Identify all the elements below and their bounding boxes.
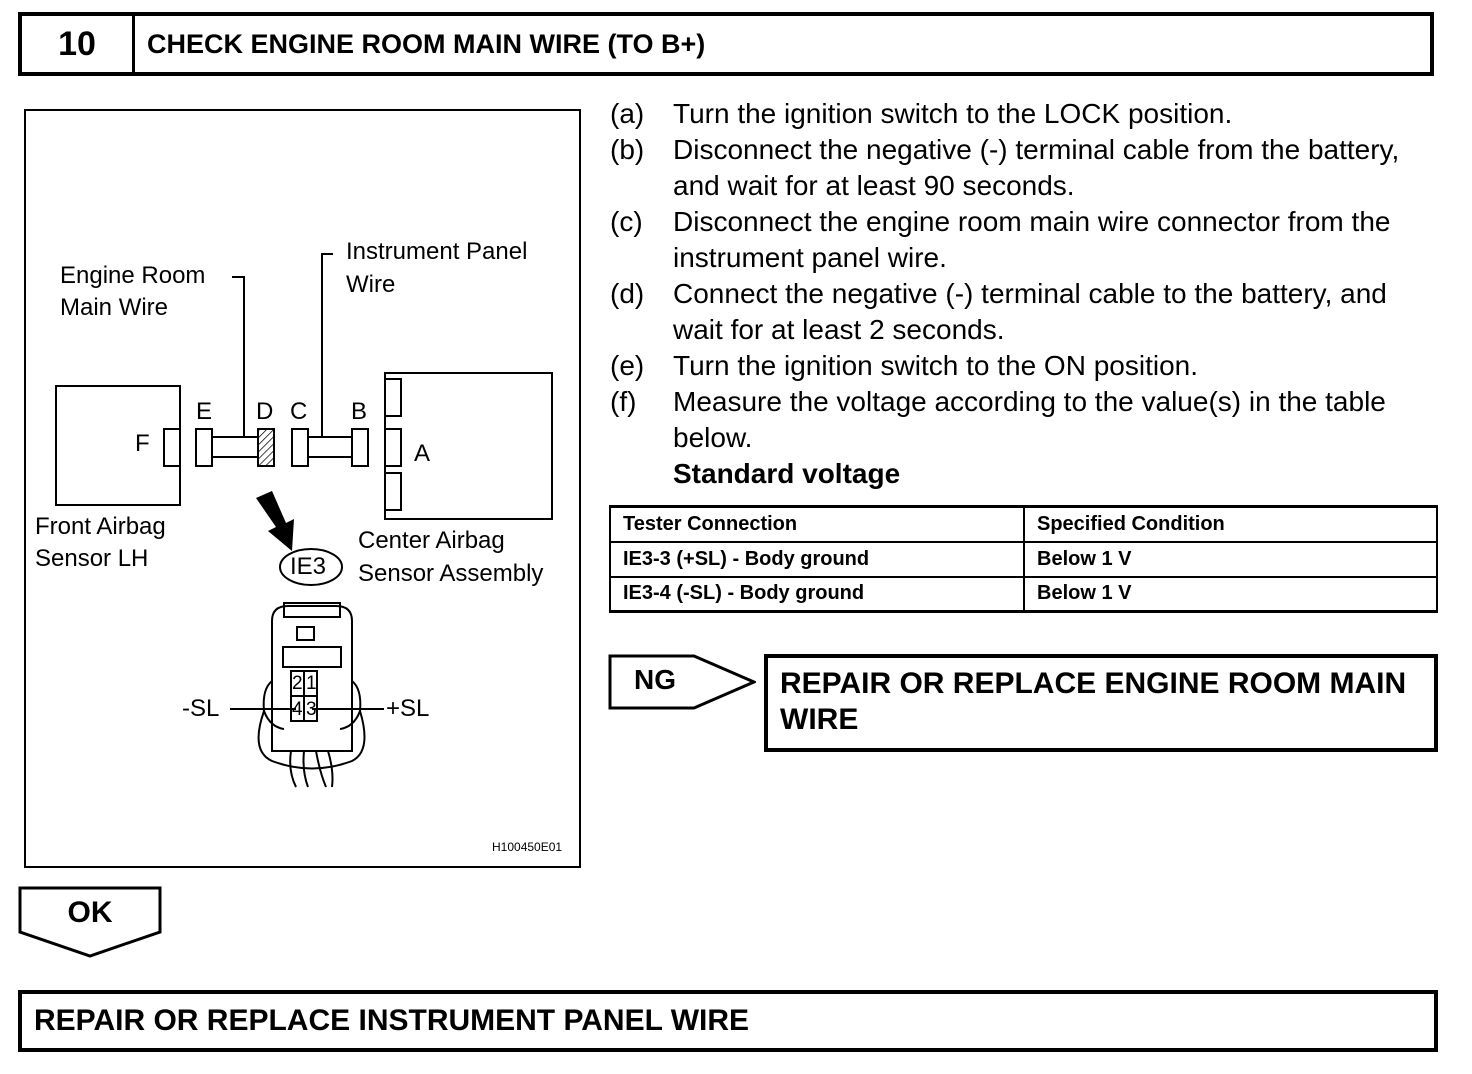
letter-e: E — [196, 398, 213, 425]
procedure-step: (c) Disconnect the engine room main wire … — [610, 204, 1440, 276]
center-airbag-sensor-box — [384, 372, 553, 520]
table-row: IE3-4 (-SL) - Body ground Below 1 V — [609, 575, 1438, 613]
label-minus-sl: -SL — [182, 695, 220, 722]
letter-d: D — [256, 398, 274, 425]
label-engine-room-main-wire-1: Engine Room — [60, 262, 206, 289]
letter-b: B — [351, 398, 368, 425]
connector-d — [257, 428, 275, 467]
step-text: Connect the negative (-) terminal cable … — [673, 278, 1387, 345]
connector-c — [291, 428, 309, 467]
step-marker: (c) — [610, 206, 643, 237]
ng-label: NG — [634, 664, 676, 695]
down-arrow-tag-icon — [18, 886, 162, 958]
step-text: Measure the voltage according to the val… — [673, 386, 1386, 453]
letter-c: C — [290, 398, 308, 425]
step-title: CHECK ENGINE ROOM MAIN WIRE (TO B+) — [147, 28, 706, 59]
table-header: Tester Connection — [609, 505, 1025, 543]
procedure-step: (d) Connect the negative (-) terminal cab… — [610, 276, 1440, 348]
step-marker: (d) — [610, 278, 645, 309]
label-instrument-panel-wire-2: Wire — [346, 271, 396, 298]
step-text: Turn the ignition switch to the LOCK pos… — [673, 98, 1233, 129]
step-marker: (b) — [610, 134, 645, 165]
arrow-icon — [256, 491, 294, 551]
label-center-airbag-sensor-2: Sensor Assembly — [358, 560, 544, 587]
letter-a: A — [414, 440, 431, 467]
label-instrument-panel-wire-1: Instrument Panel — [346, 238, 528, 265]
step-text: Turn the ignition switch to the ON posit… — [673, 350, 1198, 381]
connector-a — [384, 428, 402, 467]
front-airbag-sensor-box — [55, 385, 181, 506]
right-arrow-tag-icon — [608, 654, 756, 710]
procedure-step: (f) Measure the voltage according to the … — [610, 384, 1440, 456]
label-center-airbag-sensor-1: Center Airbag — [358, 527, 505, 554]
label-front-airbag-sensor-1: Front Airbag — [35, 513, 166, 540]
pin-1: 1 — [306, 673, 317, 694]
step-marker: (a) — [610, 98, 645, 129]
connector-diagram: Engine Room Main Wire Instrument Panel W… — [24, 109, 581, 868]
letter-f: F — [135, 430, 150, 457]
table-row: IE3-3 (+SL) - Body ground Below 1 V — [609, 540, 1438, 578]
table-header-row: Tester Connection Specified Condition — [609, 505, 1438, 543]
standard-voltage-heading: Standard voltage — [673, 458, 901, 489]
step-number: 10 — [22, 16, 135, 72]
pin-4: 4 — [292, 699, 303, 720]
table-cell: Below 1 V — [1023, 575, 1438, 613]
procedure-step: (b) Disconnect the negative (-) terminal … — [610, 132, 1440, 204]
procedure-list: (a) Turn the ignition switch to the LOCK … — [610, 96, 1440, 456]
connector-e — [195, 428, 213, 467]
label-ie3: IE3 — [290, 553, 327, 580]
connector-f — [163, 428, 181, 467]
step-marker: (e) — [610, 350, 645, 381]
procedure-step: (e) Turn the ignition switch to the ON po… — [610, 348, 1440, 384]
label-engine-room-main-wire-2: Main Wire — [60, 294, 169, 321]
step-text: Disconnect the engine room main wire con… — [673, 206, 1391, 273]
step-marker: (f) — [610, 386, 637, 417]
ng-result-box: REPAIR OR REPLACE ENGINE ROOM MAIN WIRE — [764, 654, 1438, 752]
figure-id: H100450E01 — [492, 840, 563, 854]
ie3-callout-ellipse — [279, 548, 343, 586]
table-cell: Below 1 V — [1023, 540, 1438, 578]
instrument-panel-leader — [321, 253, 333, 437]
label-plus-sl: +SL — [386, 695, 430, 722]
connector-b — [351, 428, 369, 467]
step-text: Disconnect the negative (-) terminal cab… — [673, 134, 1400, 201]
ok-label: OK — [67, 896, 113, 929]
pin-3: 3 — [306, 699, 317, 720]
connector-diagram-drawing — [55, 253, 553, 788]
table-header: Specified Condition — [1023, 505, 1438, 543]
ok-result-box: REPAIR OR REPLACE INSTRUMENT PANEL WIRE — [18, 990, 1438, 1052]
label-front-airbag-sensor-2: Sensor LH — [35, 545, 149, 572]
ng-tag: NG — [608, 654, 756, 710]
pin-2: 2 — [292, 673, 303, 694]
step-header: 10 CHECK ENGINE ROOM MAIN WIRE (TO B+) — [18, 12, 1434, 76]
table-cell: IE3-4 (-SL) - Body ground — [609, 575, 1025, 613]
procedure-step: (a) Turn the ignition switch to the LOCK … — [610, 96, 1440, 132]
ie3-connector-body — [271, 605, 353, 752]
table-cell: IE3-3 (+SL) - Body ground — [609, 540, 1025, 578]
spec-table: Tester Connection Specified Condition IE… — [609, 505, 1438, 613]
ok-tag: OK — [18, 886, 164, 958]
engine-room-leader — [232, 276, 245, 437]
